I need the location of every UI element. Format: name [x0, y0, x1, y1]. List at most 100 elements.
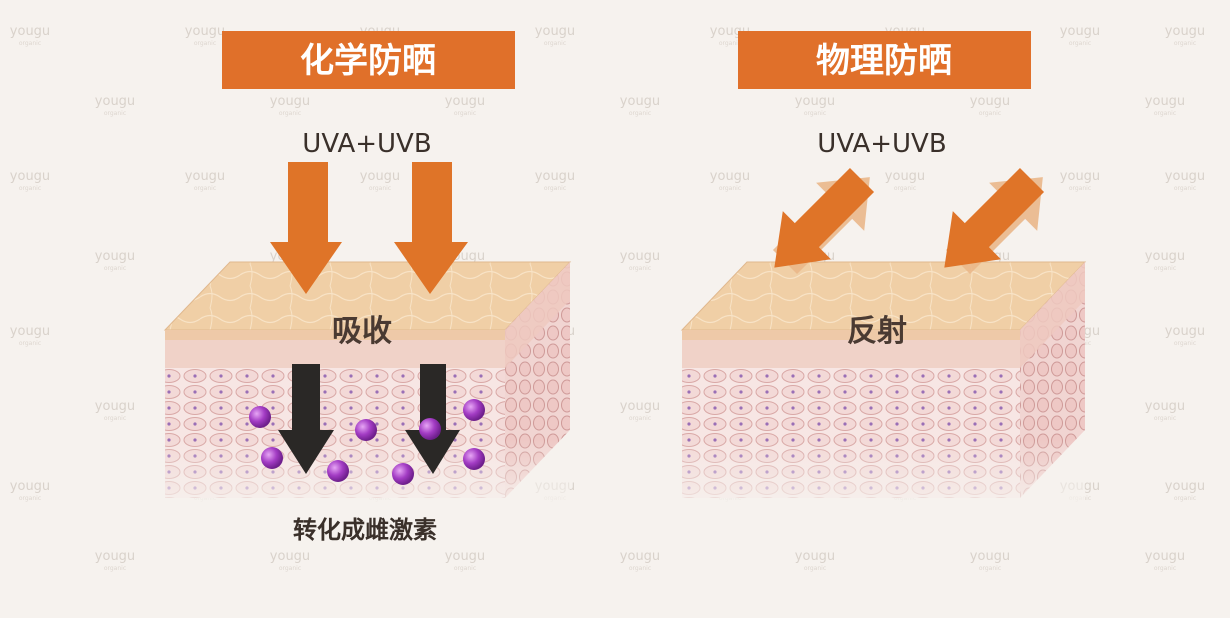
- watermark-brand: yougu: [360, 169, 400, 184]
- watermark-sub: organic: [1154, 415, 1176, 422]
- watermark-sub: organic: [544, 185, 566, 192]
- watermark-sub: organic: [894, 185, 916, 192]
- watermark-brand: yougu: [620, 399, 660, 414]
- watermark-brand: yougu: [10, 479, 50, 494]
- watermark-brand: yougu: [1165, 24, 1205, 39]
- watermark-brand: yougu: [185, 169, 225, 184]
- watermark-sub: organic: [194, 185, 216, 192]
- physical-skin-block: [680, 261, 1087, 510]
- watermark-brand: yougu: [885, 169, 925, 184]
- chemical-uv-label: UVA+UVB: [302, 129, 431, 159]
- watermark-sub: organic: [804, 565, 826, 572]
- watermark-sub: organic: [979, 565, 1001, 572]
- watermark-sub: organic: [719, 185, 741, 192]
- chemical-skin-block: [163, 261, 572, 510]
- watermark-sub: organic: [1154, 265, 1176, 272]
- watermark-sub: organic: [19, 340, 41, 347]
- uv-arrow-diagonal-1: [774, 167, 875, 268]
- molecule: [355, 419, 377, 441]
- watermark-brand: yougu: [710, 169, 750, 184]
- watermark-brand: yougu: [1165, 479, 1205, 494]
- watermark-sub: organic: [629, 415, 651, 422]
- watermark-brand: yougu: [620, 94, 660, 109]
- absorbed-arrow-1: [278, 364, 334, 474]
- watermark-sub: organic: [454, 565, 476, 572]
- watermark-sub: organic: [279, 110, 301, 117]
- chemical-caption: 转化成雌激素: [293, 516, 437, 544]
- watermark-sub: organic: [979, 110, 1001, 117]
- watermark-sub: organic: [19, 495, 41, 502]
- watermark-brand: yougu: [10, 24, 50, 39]
- watermark-sub: organic: [629, 265, 651, 272]
- watermark-sub: organic: [104, 265, 126, 272]
- molecule: [419, 418, 441, 440]
- watermark-sub: organic: [1069, 185, 1091, 192]
- physical-title: 物理防晒: [816, 41, 952, 81]
- watermark-sub: organic: [369, 185, 391, 192]
- watermark-sub: organic: [454, 110, 476, 117]
- watermark-brand: yougu: [10, 169, 50, 184]
- watermark-brand: yougu: [445, 549, 485, 564]
- uv-arrow-down-1: [270, 162, 342, 294]
- watermark-sub: organic: [1174, 185, 1196, 192]
- watermark-brand: yougu: [95, 94, 135, 109]
- watermark-brand: yougu: [1060, 24, 1100, 39]
- watermark-brand: yougu: [620, 549, 660, 564]
- watermark-brand: yougu: [95, 399, 135, 414]
- molecule: [392, 463, 414, 485]
- watermark-brand: yougu: [1145, 94, 1185, 109]
- watermark-sub: organic: [1154, 565, 1176, 572]
- watermark-brand: yougu: [1145, 549, 1185, 564]
- molecule: [249, 406, 271, 428]
- watermark-brand: yougu: [270, 549, 310, 564]
- watermark-sub: organic: [19, 40, 41, 47]
- watermark-sub: organic: [719, 40, 741, 47]
- molecule: [463, 399, 485, 421]
- watermark-brand: yougu: [620, 249, 660, 264]
- chemical-panel: 化学防晒 UVA+UVB 吸收: [163, 31, 572, 544]
- physical-uv-label: UVA+UVB: [817, 129, 946, 159]
- watermark-sub: organic: [629, 110, 651, 117]
- watermark-brand: yougu: [270, 94, 310, 109]
- chemical-skin-label: 吸收: [332, 314, 392, 349]
- watermark-brand: yougu: [1060, 169, 1100, 184]
- watermark-sub: organic: [104, 565, 126, 572]
- watermark-sub: organic: [544, 40, 566, 47]
- watermark-brand: yougu: [970, 94, 1010, 109]
- watermark-brand: yougu: [445, 94, 485, 109]
- watermark-sub: organic: [1174, 40, 1196, 47]
- uv-arrow-diagonal-2: [944, 167, 1045, 268]
- watermark-sub: organic: [1069, 40, 1091, 47]
- watermark-brand: yougu: [970, 549, 1010, 564]
- molecule: [327, 460, 349, 482]
- watermark-sub: organic: [104, 415, 126, 422]
- molecules: [249, 399, 485, 485]
- watermark-brand: yougu: [1165, 324, 1205, 339]
- watermark-sub: organic: [1174, 495, 1196, 502]
- uv-arrow-down-2: [394, 162, 468, 294]
- chemical-title: 化学防晒: [300, 41, 436, 81]
- watermark-brand: yougu: [795, 549, 835, 564]
- watermark-sub: organic: [194, 40, 216, 47]
- watermark-brand: yougu: [795, 94, 835, 109]
- watermark-brand: yougu: [185, 24, 225, 39]
- watermark-brand: yougu: [1145, 399, 1185, 414]
- watermark-sub: organic: [629, 565, 651, 572]
- watermark-brand: yougu: [1145, 249, 1185, 264]
- molecule: [261, 447, 283, 469]
- watermark-sub: organic: [804, 110, 826, 117]
- physical-title-banner: [738, 31, 1031, 89]
- watermark-brand: yougu: [10, 324, 50, 339]
- watermark-sub: organic: [279, 565, 301, 572]
- molecule: [463, 448, 485, 470]
- watermark-brand: yougu: [95, 249, 135, 264]
- watermark-brand: yougu: [95, 549, 135, 564]
- watermark-sub: organic: [1154, 110, 1176, 117]
- watermark-brand: yougu: [1165, 169, 1205, 184]
- watermark-sub: organic: [104, 110, 126, 117]
- watermark-brand: yougu: [535, 169, 575, 184]
- watermark-brand: yougu: [535, 24, 575, 39]
- watermark-sub: organic: [19, 185, 41, 192]
- physical-skin-label: 反射: [847, 314, 907, 349]
